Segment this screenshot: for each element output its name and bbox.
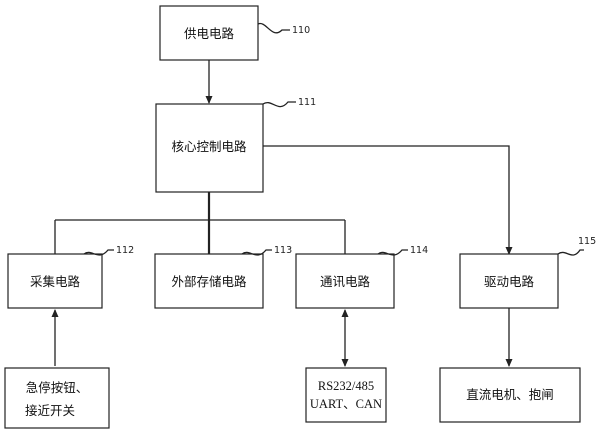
interfaces-line-2: UART、CAN [310, 397, 382, 411]
communication-label: 通讯电路 [320, 274, 371, 289]
ref-114: 114 [410, 245, 428, 256]
drive-label: 驱动电路 [484, 274, 535, 289]
core-control-block: 核心控制电路 [155, 103, 264, 193]
inputs-line-1: 急停按钮、 [26, 380, 89, 395]
inputs-line-2: 接近开关 [25, 403, 75, 418]
core-control-label: 核心控制电路 [171, 139, 247, 154]
leader-111 [262, 101, 296, 108]
actuators-block: 直流电机、抱闸 [439, 367, 581, 423]
drive-block: 驱动电路 [459, 253, 559, 309]
interfaces-line-1: RS232/485 [318, 379, 374, 393]
ref-112: 112 [116, 245, 134, 256]
actuators-label: 直流电机、抱闸 [466, 387, 554, 402]
external-storage-label: 外部存储电路 [171, 274, 247, 289]
interfaces-block: RS232/485 UART、CAN [305, 367, 387, 423]
ref-110: 110 [292, 25, 310, 36]
ref-113: 113 [274, 245, 292, 256]
external-storage-block: 外部存储电路 [154, 253, 264, 309]
power-supply-block: 供电电路 [159, 5, 259, 61]
leader-114 [377, 249, 408, 256]
leader-113 [241, 249, 272, 256]
power-supply-label: 供电电路 [184, 26, 235, 41]
acquisition-block: 采集电路 [7, 253, 103, 309]
leader-112 [83, 249, 114, 256]
leader-110 [257, 22, 290, 34]
connector-core-to-drive [263, 145, 513, 255]
leader-115 [557, 249, 584, 256]
ref-115: 115 [578, 236, 596, 247]
acquisition-label: 采集电路 [30, 274, 81, 289]
ref-111: 111 [298, 97, 316, 108]
inputs-block: 急停按钮、 接近开关 [4, 367, 110, 429]
communication-block: 通讯电路 [295, 253, 395, 309]
